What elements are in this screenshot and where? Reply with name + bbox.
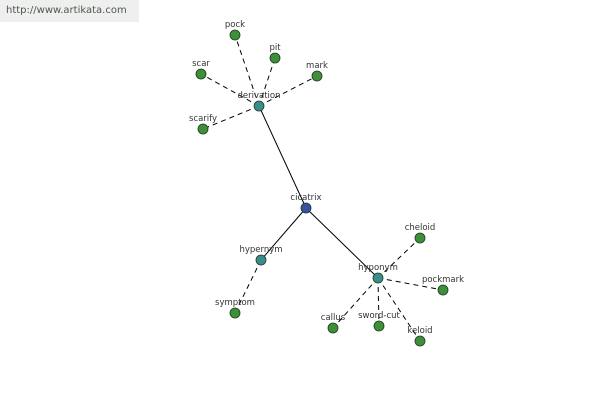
edge-cicatrix-hyponym: [305, 207, 379, 279]
term-node-pit[interactable]: [269, 52, 281, 64]
relation-node-hyponym[interactable]: [372, 272, 384, 284]
term-label-mark[interactable]: mark: [306, 61, 328, 71]
term-node-sword-cut[interactable]: [373, 320, 385, 332]
edge-hypernym-symptom: [234, 259, 262, 314]
term-label-callus[interactable]: callus: [321, 313, 346, 323]
graph-edges: [200, 34, 444, 342]
term-label-sword-cut[interactable]: sword-cut: [358, 311, 400, 321]
term-label-pock[interactable]: pock: [225, 20, 245, 30]
root-label-cicatrix[interactable]: cicatrix: [290, 193, 321, 203]
edge-derivation-scar: [200, 73, 260, 107]
term-node-pock[interactable]: [229, 29, 241, 41]
edge-derivation-pock: [234, 34, 260, 107]
relation-node-derivation[interactable]: [253, 100, 265, 112]
term-node-pockmark[interactable]: [437, 284, 449, 296]
graph-labels: pock pit scar mark scarify symptom cheloid pock…: [189, 20, 464, 336]
graph-nodes: [195, 29, 449, 347]
term-node-scar[interactable]: [195, 68, 207, 80]
term-label-pockmark[interactable]: pockmark: [422, 275, 464, 285]
source-url[interactable]: http://www.artikata.com: [6, 5, 127, 16]
edge-cicatrix-hypernym: [260, 207, 307, 261]
edge-hyponym-pockmark: [377, 277, 444, 291]
term-label-scar[interactable]: scar: [192, 59, 210, 69]
term-node-scarify[interactable]: [197, 123, 209, 135]
relation-label-derivation[interactable]: derivation: [237, 91, 280, 101]
term-label-cheloid[interactable]: cheloid: [405, 223, 436, 233]
term-node-callus[interactable]: [327, 322, 339, 334]
root-node-cicatrix[interactable]: [300, 202, 312, 214]
relation-label-hypernym[interactable]: hypernym: [239, 245, 282, 255]
term-label-pit[interactable]: pit: [269, 43, 281, 53]
term-label-symptom[interactable]: symptom: [215, 298, 255, 308]
term-node-symptom[interactable]: [229, 307, 241, 319]
source-banner: http://www.artikata.com: [0, 0, 139, 22]
edge-hyponym-cheloid: [377, 237, 421, 279]
term-node-keloid[interactable]: [414, 335, 426, 347]
relation-label-hyponym[interactable]: hyponym: [358, 263, 398, 273]
edge-hyponym-keloid: [377, 277, 421, 342]
edge-cicatrix-derivation: [258, 105, 307, 209]
term-node-mark[interactable]: [311, 70, 323, 82]
edge-derivation-mark: [258, 75, 318, 107]
edge-derivation-scarify: [202, 105, 260, 130]
term-label-scarify[interactable]: scarify: [189, 114, 217, 124]
edge-hyponym-sword-cut: [377, 277, 380, 327]
edge-hyponym-callus: [332, 277, 379, 329]
relation-node-hypernym[interactable]: [255, 254, 267, 266]
term-node-cheloid[interactable]: [414, 232, 426, 244]
term-label-keloid[interactable]: keloid: [407, 326, 432, 336]
